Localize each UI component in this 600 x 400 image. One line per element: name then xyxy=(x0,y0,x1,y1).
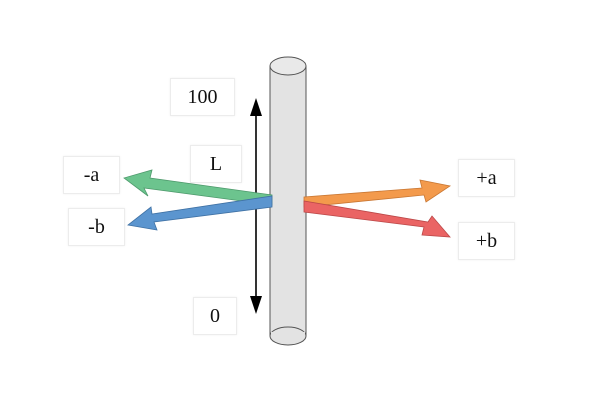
lightness-arrowhead-up xyxy=(250,98,262,116)
lightness-arrowhead-down xyxy=(250,296,262,314)
lightness-min-label: 0 xyxy=(193,297,237,335)
lightness-cylinder xyxy=(269,56,307,346)
minus-b-arrow xyxy=(127,195,273,231)
minus-b-label: -b xyxy=(68,208,125,246)
cylinder-top xyxy=(269,56,307,76)
plus-b-label: +b xyxy=(458,222,515,260)
plus-a-arrow xyxy=(303,179,452,208)
lightness-max-label: 100 xyxy=(170,78,235,116)
plus-a-label: +a xyxy=(458,159,515,197)
cylinder-body xyxy=(269,65,307,337)
plus-b-arrow xyxy=(303,200,451,238)
lightness-axis-label: L xyxy=(190,145,242,183)
minus-a-label: -a xyxy=(63,156,120,194)
